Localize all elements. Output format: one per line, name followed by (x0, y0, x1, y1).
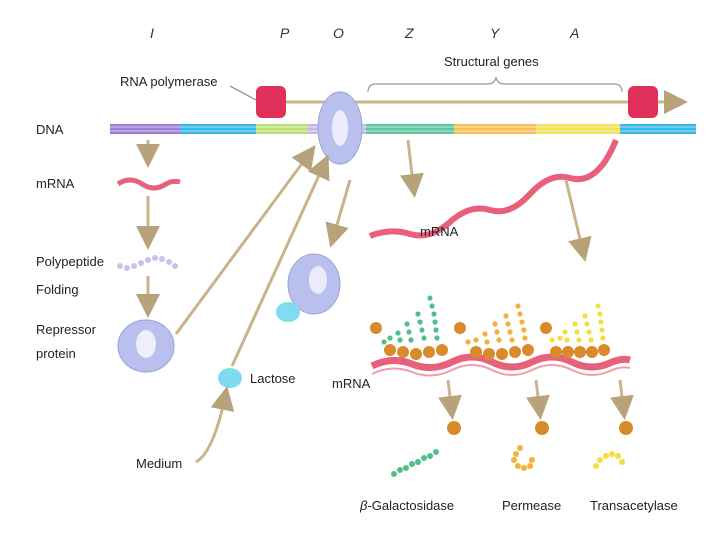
galactosidase-ribosomes (370, 295, 448, 360)
free-ribosome-3 (619, 421, 633, 435)
transacetylase-label: Transacetylase (590, 498, 678, 513)
gene-i-label: I (150, 25, 154, 41)
repressor-release-arrow (325, 179, 352, 248)
mrna-left-shape (116, 177, 181, 191)
terminator-shape (628, 86, 658, 118)
structural-genes-bracket (367, 76, 623, 93)
galactosidase-label-symbol: β (359, 498, 368, 513)
structural-genes-label: Structural genes (444, 54, 539, 69)
free-ribosome-1 (447, 421, 461, 435)
repressor-protein-shape (117, 319, 175, 373)
rna-polymerase-shape (256, 86, 286, 118)
dna-strand (110, 124, 696, 134)
polypeptide-chain (117, 255, 178, 271)
permease-label: Permease (502, 498, 561, 513)
polypeptide-label: Polypeptide (36, 254, 104, 269)
dna-label: DNA (36, 122, 64, 137)
mrna-bottom-shape (370, 353, 631, 371)
galactosidase-label-text: -Galactosidase (367, 498, 454, 513)
release-arrow-2 (525, 379, 550, 420)
gene-p-label: P (280, 25, 290, 41)
gene-z-label: Z (404, 25, 414, 41)
rna-polymerase-label: RNA polymerase (120, 74, 218, 89)
lactose-to-repressor-arrow (230, 154, 330, 367)
mrna-right-shape (368, 138, 619, 239)
release-arrow-1 (437, 379, 462, 420)
repressor-label-line1: Repressor (36, 322, 97, 337)
permease-protein-shape (511, 445, 535, 471)
galactosidase-label: β-Galactosidase (359, 498, 454, 513)
mrna-bottom-label: mRNA (332, 376, 371, 391)
medium-label: Medium (136, 456, 182, 471)
free-ribosome-2 (535, 421, 549, 435)
release-arrow-3 (609, 379, 634, 420)
galactosidase-protein-shape (391, 449, 439, 477)
rna-polymerase-pointer (229, 85, 257, 101)
transacetylase-protein-shape (593, 451, 625, 469)
gene-o-label: O (333, 25, 344, 41)
structural-transcription-arrow (400, 139, 424, 198)
mrna-left-label: mRNA (36, 176, 75, 191)
repressor-lactose-complex (276, 253, 341, 322)
mrna-right-label: mRNA (420, 224, 459, 239)
folding-label: Folding (36, 282, 79, 297)
lactose-shape (218, 368, 242, 388)
gene-y-label: Y (490, 25, 501, 41)
repressor-label-line2: protein (36, 346, 76, 361)
medium-to-lactose-arrow (195, 386, 235, 464)
transacetylase-ribosomes (540, 303, 610, 358)
permease-ribosomes (454, 303, 534, 360)
gene-a-label: A (569, 25, 579, 41)
repressor-on-operator (317, 91, 363, 165)
translation-arrow (564, 179, 592, 262)
mrna-bottom-highlight (371, 364, 631, 377)
repressor-binding-arrow (174, 145, 316, 335)
lactose-label: Lactose (250, 371, 296, 386)
